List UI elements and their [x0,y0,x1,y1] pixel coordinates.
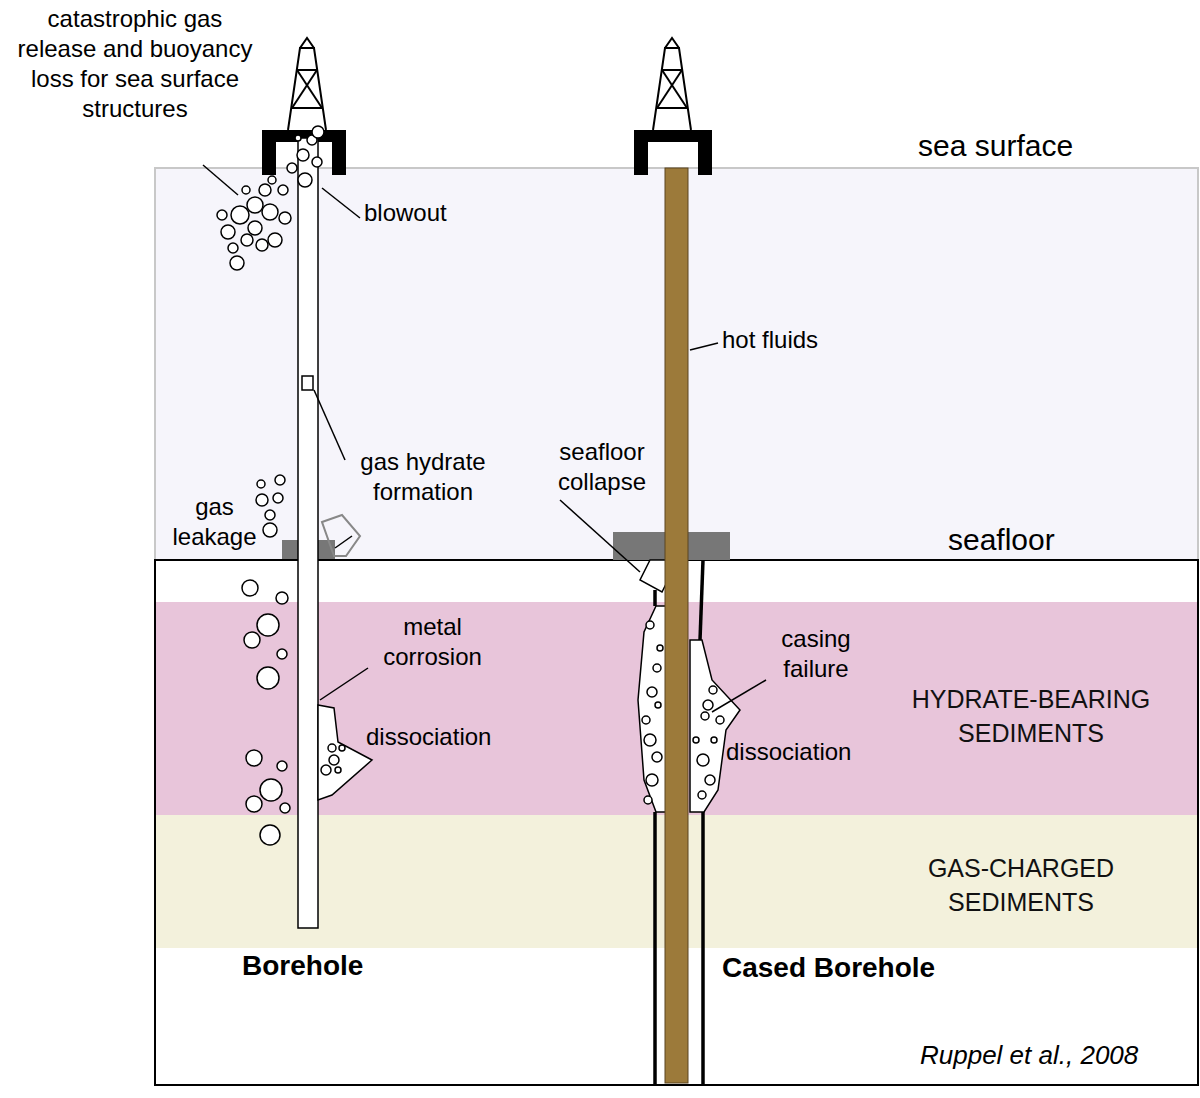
gas-bubble [257,614,279,636]
gas-bubble [644,796,652,804]
seafloor-break [640,560,668,592]
production-pipe [665,168,688,1083]
borehole-pipe [298,138,318,928]
gas-bubble [244,632,260,648]
gas-bubble [297,149,309,161]
dissociation-cavity [638,606,666,812]
gas-bubble [277,761,287,771]
gas-bubble [256,239,268,251]
gas-bubble [693,737,699,743]
gas-bubble [653,664,661,672]
gas-bubble [265,510,275,520]
gas-bubble [228,243,238,253]
callout-text: blowout [364,198,447,228]
callout-text: casing failure [760,624,872,684]
callout-text: metal corrosion [360,612,505,672]
sediment-band: HYDRATE-BEARING SEDIMENTS [156,602,1197,815]
gas-bubble [280,803,290,813]
gas-bubble [217,210,227,220]
callout-text: dissociation [726,737,851,767]
gas-bubble [273,493,283,503]
gas-bubble [711,737,717,743]
gas-bubble [247,197,263,213]
gas-bubble [646,774,658,786]
gas-bubble [257,480,265,488]
gas-bubble [257,667,279,689]
gas-bubble [642,716,650,724]
gas-bubble [260,825,280,845]
callout-text: gas leakage [157,492,272,552]
gas-bubble [241,234,253,246]
gas-bubble [262,204,278,220]
gas-bubble [263,523,277,537]
gas-bubble [248,221,262,235]
figure-title: Borehole [242,948,363,984]
callout-text: seafloor collapse [538,437,666,497]
gas-bubble [221,225,235,239]
gas-bubble [277,649,287,659]
gas-bubble [260,779,282,801]
leader-line [203,165,766,712]
gas-bubble [703,700,713,710]
drilling-rig [288,38,326,130]
gas-bubble [312,126,324,138]
gas-bubble [335,767,341,773]
sediment-band: GAS-CHARGED SEDIMENTS [156,815,1197,948]
callout-text: hot fluids [722,325,818,355]
gas-bubble [256,494,268,506]
gas-bubble [295,135,301,141]
gas-bubble [697,754,709,766]
region-label: seafloor [948,522,1055,558]
region-label: sea surface [918,128,1073,164]
citation: Ruppel et al., 2008 [920,1038,1138,1072]
gas-bubble [655,702,661,708]
gas-bubble [312,157,322,167]
gas-bubble [276,592,288,604]
gas-bubble [328,744,336,752]
gas-bubble [321,765,331,775]
gas-bubble [657,645,663,651]
hydrate-plug [302,376,313,390]
gas-bubble [709,686,717,694]
gas-bubble [701,712,709,720]
band-label: GAS-CHARGED SEDIMENTS [866,851,1176,919]
gas-bubble [647,687,657,697]
gas-bubble [652,752,662,762]
gas-bubble [278,185,288,195]
figure-title: Cased Borehole [722,950,935,986]
gas-bubble [716,716,724,724]
gas-bubble [246,796,262,812]
gas-bubble [329,755,339,765]
gas-bubble [268,176,276,184]
drilling-rig [653,38,691,130]
gas-bubble [287,163,297,173]
dissociation-cavity [318,705,372,800]
gas-bubbles [217,126,724,845]
callout-text: gas hydrate formation [337,447,509,507]
gas-bubble [246,750,262,766]
gas-bubble [259,184,271,196]
gas-bubble [275,475,285,485]
gas-bubble [339,745,345,751]
dissociation-cavity [690,640,740,812]
gas-bubble [268,233,282,247]
gas-bubble [242,580,258,596]
gas-bubble [242,186,250,194]
callout-text: dissociation [366,722,491,752]
callout-text: catastrophic gas release and buoyancy lo… [10,4,260,124]
gas-bubble [705,775,715,785]
band-label: HYDRATE-BEARING SEDIMENTS [866,682,1196,750]
gas-bubble [279,212,291,224]
gas-bubble [230,256,244,270]
gas-bubble [298,173,312,187]
gas-bubble [644,734,656,746]
gas-bubble [231,206,249,224]
hydrate-crystal [322,515,360,556]
gas-bubble [646,621,654,629]
gas-bubble [698,791,706,799]
